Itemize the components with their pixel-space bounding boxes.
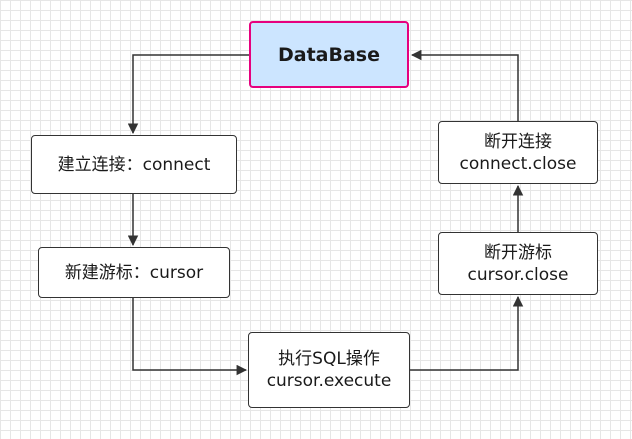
node-connect-close: 断开连接 connect.close [438,121,598,184]
node-execute-line1: 执行SQL操作 [278,349,380,369]
node-connect-close-line1: 断开连接 [484,131,552,152]
node-cursor-close-line2: cursor.close [467,264,569,285]
node-execute: 执行SQL操作 cursor.execute [248,332,410,408]
node-execute-line2: cursor.execute [266,371,392,391]
node-connect: 建立连接：connect [31,135,237,194]
node-connect-label: 建立连接：connect [57,154,211,175]
edge-database-to-connect [127,54,249,135]
node-cursor: 新建游标：cursor [38,247,230,298]
node-cursor-close-line1: 断开游标 [484,242,552,263]
node-cursor-label: 新建游标：cursor [64,262,204,283]
node-database-label: DataBase [278,43,380,66]
edge-connect-close-to-database [410,49,519,121]
node-cursor-close: 断开游标 cursor.close [438,232,598,295]
edge-cursor-to-execute [132,298,248,376]
node-database: DataBase [249,21,409,88]
edge-execute-to-cursor-close [410,295,524,371]
node-connect-close-line2: connect.close [459,153,577,174]
